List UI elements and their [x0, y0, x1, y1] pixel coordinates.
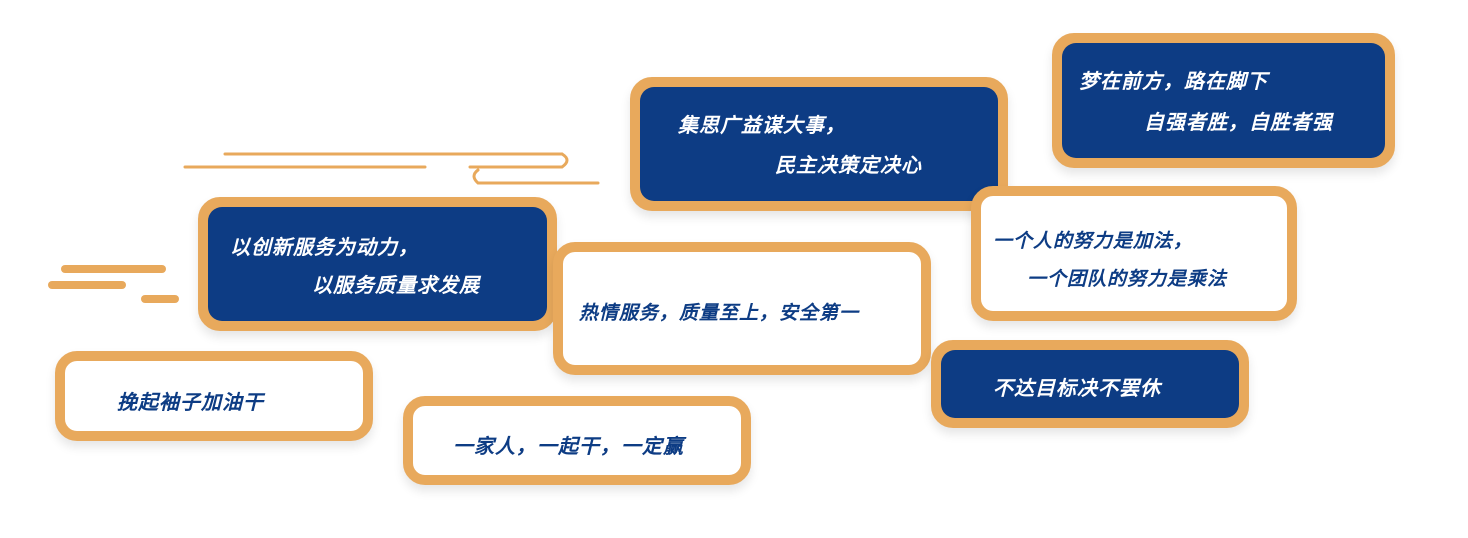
slogan-buda-line1: 不达目标决不罢休: [993, 376, 1161, 400]
slogan-card-yijiaren: 一家人，一起干，一定赢: [403, 396, 751, 485]
slogan-card-jisi: 集思广益谋大事， 民主决策定决心: [630, 77, 1008, 211]
slogan-nuli-line2: 一个团队的努力是乘法: [1027, 268, 1228, 290]
slogan-card-mengxiang: 梦在前方，路在脚下 自强者胜，自胜者强: [1052, 33, 1395, 168]
slogan-card-jisi-panel: 集思广益谋大事， 民主决策定决心: [640, 87, 998, 201]
slogan-card-chuangxin-panel: 以创新服务为动力， 以服务质量求发展: [208, 207, 547, 321]
slogan-chuangxin-line1: 以创新服务为动力，: [230, 235, 419, 259]
slogan-card-mengxiang-panel: 梦在前方，路在脚下 自强者胜，自胜者强: [1062, 43, 1385, 158]
slogan-card-buda-panel: 不达目标决不罢休: [941, 350, 1239, 418]
slogan-reqing-line1: 热情服务，质量至上，安全第一: [579, 302, 860, 324]
slogan-card-nuli: 一个人的努力是加法， 一个团队的努力是乘法: [971, 186, 1297, 321]
slogan-mengxiang-line2: 自强者胜，自胜者强: [1144, 110, 1333, 134]
slogan-card-buda: 不达目标决不罢休: [931, 340, 1249, 428]
slogan-card-chuangxin: 以创新服务为动力， 以服务质量求发展: [198, 197, 557, 331]
slogan-mengxiang-line1: 梦在前方，路在脚下: [1079, 69, 1268, 93]
slogan-jisi-line2: 民主决策定决心: [775, 153, 922, 177]
slogan-card-wanqi: 挽起袖子加油干: [55, 351, 373, 441]
slogan-chuangxin-line2: 以服务质量求发展: [312, 273, 480, 297]
slogan-nuli-line1: 一个人的努力是加法，: [993, 230, 1194, 252]
slogan-jisi-line1: 集思广益谋大事，: [678, 113, 846, 137]
slogan-wanqi-line1: 挽起袖子加油干: [117, 390, 264, 414]
slogan-card-reqing: 热情服务，质量至上，安全第一: [553, 242, 931, 375]
slogan-yijiaren-line1: 一家人，一起干，一定赢: [453, 434, 684, 458]
